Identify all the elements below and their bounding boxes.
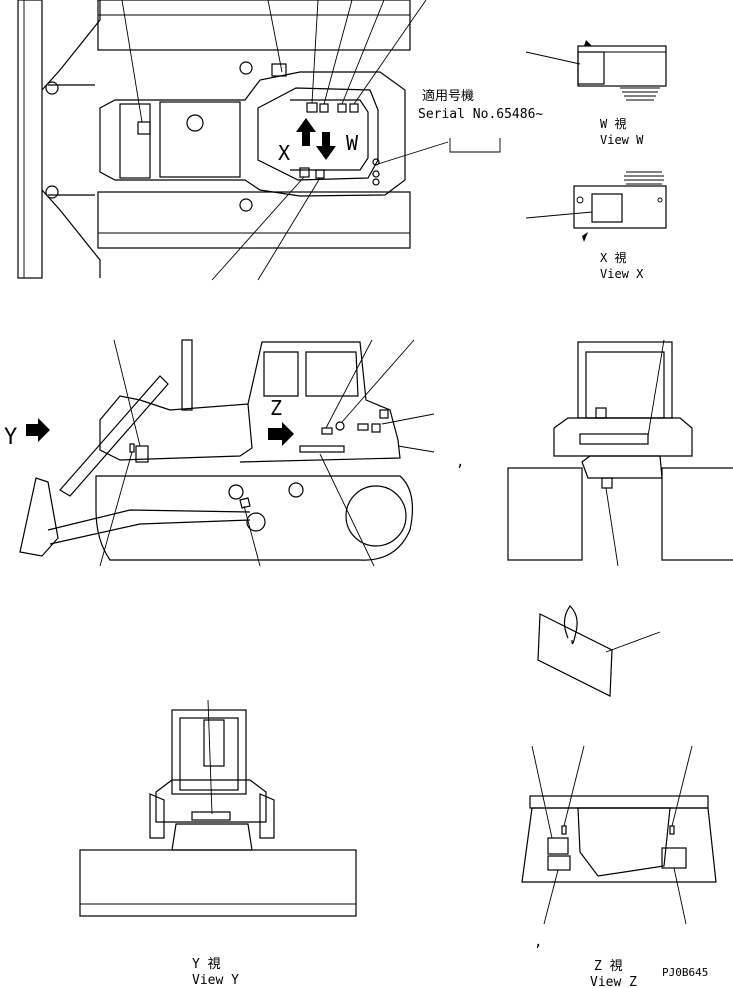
- view-y: Y 視 View Y: [79, 699, 357, 988]
- z-comma: ,: [534, 934, 542, 950]
- side-comma: ,: [456, 454, 464, 470]
- view-w-en: View W: [600, 133, 644, 147]
- drawing-id: PJ0B645: [662, 966, 708, 979]
- side-view: Y Z: [4, 339, 464, 567]
- top-view: X W: [17, 0, 449, 281]
- view-y-en: View Y: [192, 973, 239, 988]
- view-w: W 視 View W: [525, 40, 667, 147]
- view-z-en: View Z: [590, 975, 637, 988]
- view-w-jp: W 視: [600, 116, 626, 131]
- tag-detail: [537, 605, 661, 697]
- serial-no: Serial No.65486~: [418, 107, 543, 122]
- marker-y: Y: [4, 425, 17, 450]
- view-z-jp: Z 視: [594, 959, 623, 974]
- view-x-en: View X: [600, 267, 644, 281]
- view-y-jp: Y 視: [192, 957, 221, 972]
- marker-x: X: [278, 141, 290, 165]
- serial-jp: 適用号機: [422, 88, 474, 104]
- view-z: , Z 視 View Z: [521, 745, 717, 988]
- serial-note: 適用号機 Serial No.65486~: [418, 88, 543, 153]
- marker-w: W: [346, 131, 359, 155]
- marker-z: Z: [270, 396, 282, 420]
- view-x: X 視 View X: [525, 171, 667, 281]
- rear-view: [507, 339, 733, 567]
- view-x-jp: X 視: [600, 250, 626, 265]
